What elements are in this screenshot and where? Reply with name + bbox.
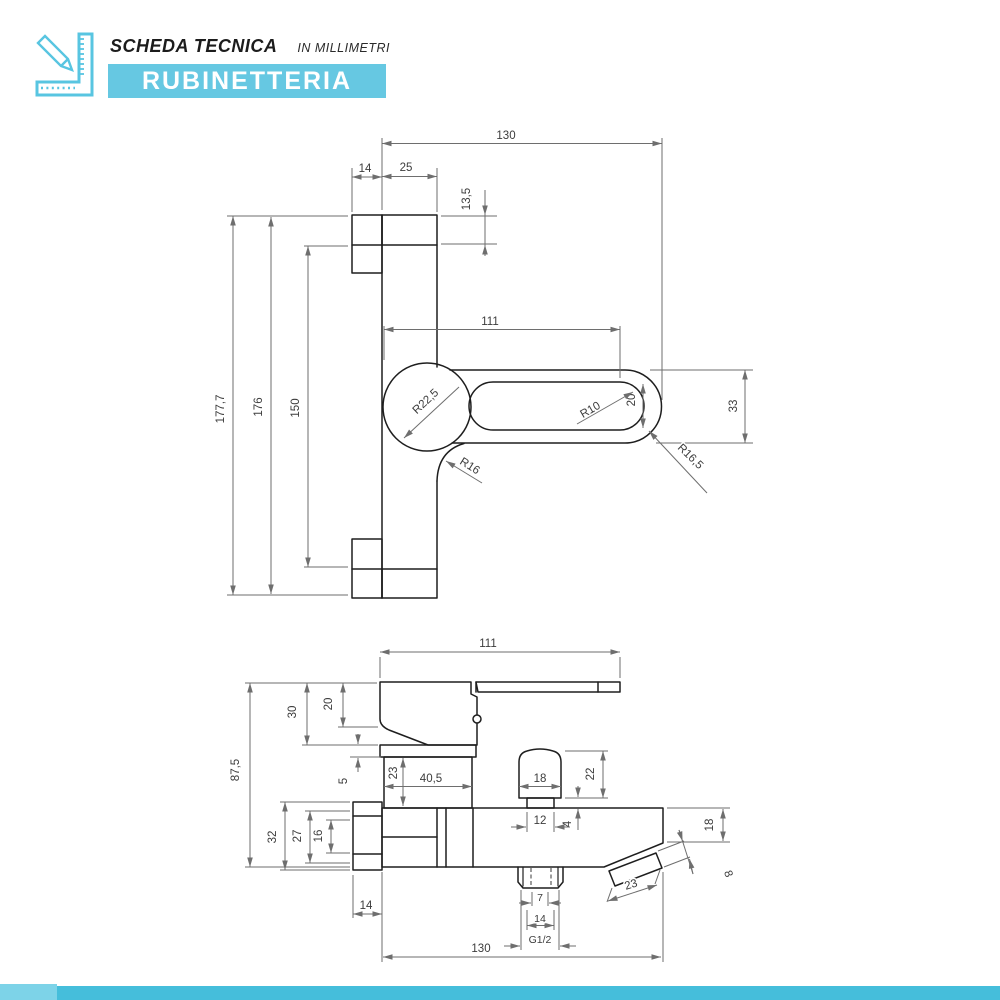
category-label: RUBINETTERIA <box>141 66 353 95</box>
dim-top-r16-5: R16,5 <box>648 430 708 494</box>
dim-top-25: 25 <box>382 161 438 212</box>
dim-label: 14 <box>360 900 373 912</box>
dim-label: R16,5 <box>675 442 705 472</box>
dim-side-130: 130 <box>383 872 664 962</box>
category-banner: RUBINETTERIA <box>108 64 386 98</box>
dim-top-r10: R10 <box>576 391 634 425</box>
dim-top-r22-5: R22,5 <box>403 385 460 439</box>
dim-label: 30 <box>287 706 299 719</box>
unit-note: IN MILLIMETRI <box>297 41 390 55</box>
dim-top-14: 14 <box>351 162 382 212</box>
dim-top-13-5: 13,5 <box>441 186 497 256</box>
dim-label: 12 <box>534 815 547 827</box>
dim-side-32: 32 <box>266 801 350 871</box>
dim-label: G1/2 <box>529 934 552 946</box>
dim-label: 25 <box>400 162 413 174</box>
dim-label: 18 <box>704 819 716 832</box>
side-view-drawing: 111 87,5 30 20 <box>229 637 736 962</box>
dim-label: 16 <box>313 830 325 843</box>
dim-side-23-spout: 23 <box>606 869 661 903</box>
footer-bar <box>0 986 1000 1000</box>
dim-top-33: 33 <box>650 369 753 444</box>
dim-label: 18 <box>534 773 547 785</box>
ruler-pencil-icon <box>35 32 94 97</box>
dim-label: R16 <box>457 456 481 477</box>
page-title: SCHEDA TECNICA <box>110 36 278 56</box>
dim-label: 111 <box>481 316 498 328</box>
dim-top-r16: R16 <box>445 454 483 484</box>
dim-label: 33 <box>728 400 740 413</box>
faucet-side-view-outline <box>352 681 664 889</box>
dim-label: 176 <box>253 397 265 416</box>
dim-side-111: 111 <box>379 637 621 678</box>
dim-label: 130 <box>471 943 490 955</box>
dim-label: 150 <box>290 398 302 417</box>
dim-top-150: 150 <box>289 245 348 568</box>
dim-side-27: 27 <box>291 810 350 864</box>
dim-label: 87,5 <box>230 759 242 781</box>
dim-side-14-thread: 14 <box>526 910 555 930</box>
dim-side-7: 7 <box>519 891 561 906</box>
dim-top-176: 176 <box>252 217 274 594</box>
dim-side-40-5: 40,5 <box>384 772 472 790</box>
dim-label: 27 <box>292 830 304 843</box>
dim-side-18-spout: 18 <box>667 807 730 843</box>
dim-side-30: 30 <box>286 683 378 746</box>
header: SCHEDA TECNICA IN MILLIMETRI RUBINETTERI… <box>34 32 390 98</box>
dim-side-16: 16 <box>312 819 350 854</box>
dim-top-111: 111 <box>383 315 621 378</box>
side-view-dimensions: 111 87,5 30 20 <box>229 637 736 962</box>
footer-accent-segment <box>0 984 57 1000</box>
dim-side-22: 22 <box>565 750 608 799</box>
dim-side-14-nut: 14 <box>352 872 383 962</box>
dim-side-20: 20 <box>322 683 378 728</box>
dim-label: 40,5 <box>420 773 442 785</box>
dim-side-4: 4 <box>561 786 581 830</box>
dim-label: R22,5 <box>411 387 442 417</box>
dim-label: 14 <box>534 913 546 925</box>
dim-label: 5 <box>338 778 350 784</box>
dim-side-18-knob: 18 <box>519 772 561 790</box>
dim-label: 130 <box>496 130 515 142</box>
dim-side-g12: G1/2 <box>504 890 576 950</box>
top-view-dimensions: 130 14 25 <box>214 129 753 596</box>
dim-label: 32 <box>267 831 279 844</box>
header-titles: SCHEDA TECNICA IN MILLIMETRI RUBINETTERI… <box>108 32 390 98</box>
dim-label: 111 <box>479 638 496 650</box>
dim-label: 4 <box>562 820 574 827</box>
dim-label: 13,5 <box>461 188 473 210</box>
faucet-top-view-outline <box>351 214 663 599</box>
dim-label: 7 <box>537 892 543 904</box>
dim-side-23: 23 <box>387 758 406 806</box>
dim-label: 20 <box>323 698 335 711</box>
dim-side-12: 12 <box>511 812 570 832</box>
dim-label: R10 <box>578 400 602 421</box>
dim-label: 23 <box>388 767 400 780</box>
dim-label: 23 <box>623 878 639 893</box>
dim-top-130: 130 <box>381 129 663 400</box>
dim-label: 177,7 <box>215 395 227 424</box>
top-view-drawing: 130 14 25 <box>214 129 753 599</box>
dim-side-87-5: 87,5 <box>229 682 377 868</box>
dim-side-5: 5 <box>337 734 381 786</box>
dim-label: 8 <box>721 869 734 879</box>
dim-label: 14 <box>359 163 372 175</box>
dim-top-20: 20 <box>625 384 646 428</box>
dim-top-177-7: 177,7 <box>214 215 348 596</box>
dim-label: 22 <box>585 768 597 781</box>
